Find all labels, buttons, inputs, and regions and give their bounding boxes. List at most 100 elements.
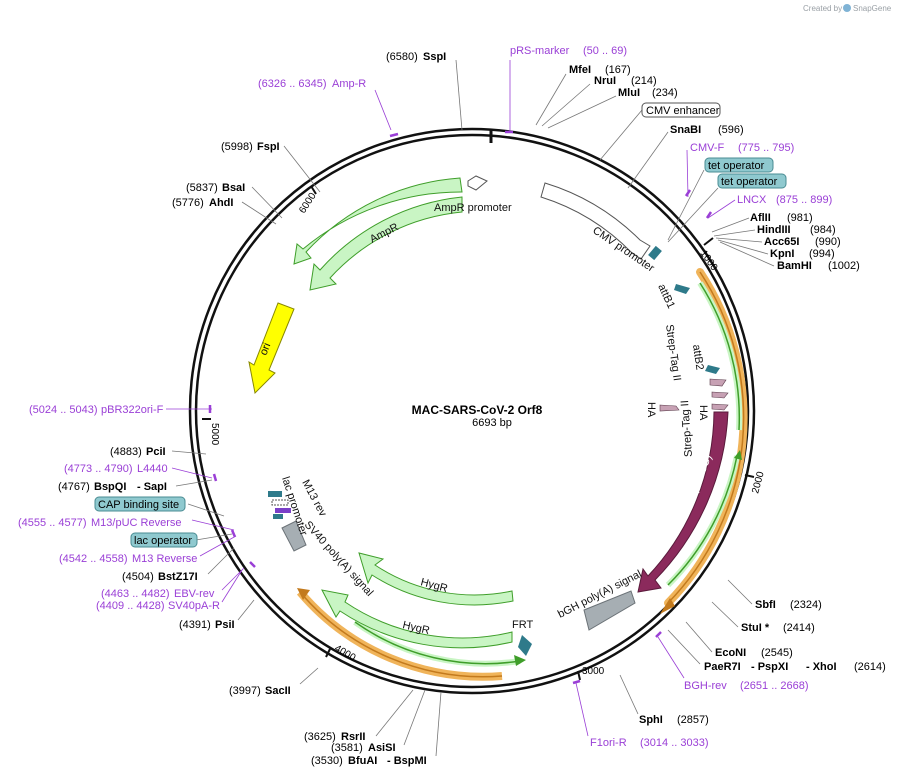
ampr-promoter-arrow <box>467 175 488 191</box>
site-psii-name[interactable]: PsiI <box>215 619 235 631</box>
site-fspi-name[interactable]: FspI <box>257 141 280 153</box>
ampr-promoter-label: AmpR promoter <box>434 202 512 214</box>
plasmid-name: MAC-SARS-CoV-2 Orf8 <box>412 403 543 417</box>
primer-m13puc-name[interactable]: M13/pUC Reverse <box>91 517 181 529</box>
site-bspqi-pos: (4767) <box>58 481 90 493</box>
primer-m13rev-name[interactable]: M13 Reverse <box>132 553 197 565</box>
leader-cap <box>187 503 225 517</box>
leader-sphi <box>619 674 639 715</box>
leader-psii <box>237 599 255 621</box>
site-nrui-name[interactable]: NruI <box>594 75 616 87</box>
site-bsai-name[interactable]: BsaI <box>222 182 245 194</box>
tet-operator-box-1[interactable] <box>704 157 774 173</box>
primer-f1ori-range: (3014 .. 3033) <box>640 737 709 749</box>
frt-arrow <box>518 635 532 656</box>
primer-lncx-name[interactable]: LNCX <box>737 194 767 206</box>
site-pcii-name[interactable]: PciI <box>146 446 166 458</box>
tick-3000 <box>577 670 581 681</box>
leader-ebvrev <box>221 567 245 591</box>
site-stui-name[interactable]: StuI * <box>741 622 770 634</box>
lac-operator-box[interactable] <box>130 532 198 548</box>
primer-ebvrev-name[interactable]: EBV-rev <box>174 588 215 600</box>
leader-cmv-enhancer <box>599 109 643 161</box>
site-bfuai-name[interactable]: BfuAI <box>348 755 377 767</box>
ha-arrow-2 <box>659 404 680 412</box>
leader-mfei <box>535 73 567 126</box>
snapgene-logo-icon <box>843 4 851 12</box>
site-pcii-pos: (4883) <box>110 446 142 458</box>
sv40-polya-box <box>281 520 307 552</box>
primer-m13rev-range: (4542 .. 4558) <box>59 553 128 565</box>
primer-ampr-range: (6326 .. 6345) <box>258 78 327 90</box>
site-asisi-name[interactable]: AsiSI <box>368 742 396 754</box>
bira-arrow <box>637 411 729 593</box>
site-acc65i-name[interactable]: Acc65I <box>764 236 799 248</box>
cap-binding-site-box[interactable] <box>94 496 186 512</box>
site-bstz17i-name[interactable]: BstZ17I <box>158 571 198 583</box>
primer-ampr-name[interactable]: Amp-R <box>332 78 366 90</box>
site-ahdi-name[interactable]: AhdI <box>209 197 233 209</box>
site-sspi-name[interactable]: SspI <box>423 51 446 63</box>
leader-acc65i <box>715 237 763 243</box>
site-econi-name[interactable]: EcoNI <box>715 647 746 659</box>
site-rsrii-name[interactable]: RsrII <box>341 731 365 743</box>
leader-l4440 <box>171 467 213 479</box>
site-sspi-pos: (6580) <box>386 51 418 63</box>
site-sacii-name[interactable]: SacII <box>265 685 291 697</box>
green-orf-line-bottom <box>354 621 521 665</box>
leader-sspi <box>455 59 463 131</box>
leader-econi <box>685 621 713 653</box>
leader-bstz17i <box>207 547 235 575</box>
strep-tag-arrow-1 <box>709 378 727 387</box>
site-kpni-name[interactable]: KpnI <box>770 248 794 260</box>
ori-arrow <box>248 302 295 395</box>
site-paer7i-name[interactable]: PaeR7I <box>704 661 741 673</box>
site-bspmi-name[interactable]: - BspMI <box>387 755 427 767</box>
m13-rev-marker <box>275 508 291 513</box>
leader-cmvf <box>686 149 689 198</box>
leader-bfuai <box>435 691 442 757</box>
leader-m13rev <box>199 535 237 557</box>
leader-aflii <box>711 217 750 233</box>
site-sbfi-name[interactable]: SbfI <box>755 599 776 611</box>
primer-bghrev-name[interactable]: BGH-rev <box>684 680 727 692</box>
site-hindiii-name[interactable]: HindIII <box>757 224 791 236</box>
site-mfei-name[interactable]: MfeI <box>569 64 591 76</box>
site-mlui-name[interactable]: MluI <box>618 87 640 99</box>
primer-sv40pa-name[interactable]: SV40pA-R <box>168 600 220 612</box>
site-psii-pos: (4391) <box>179 619 211 631</box>
primer-cmvf-name[interactable]: CMV-F <box>690 142 725 154</box>
primer-f1ori-name[interactable]: F1ori-R <box>590 737 627 749</box>
site-sphi-name[interactable]: SphI <box>639 714 663 726</box>
cap-teal-marker <box>268 491 282 497</box>
site-rsrii-pos: (3625) <box>304 731 336 743</box>
lncx-marker <box>705 211 713 219</box>
orange-orf-line-bottom <box>299 591 503 678</box>
site-bspqi-name[interactable]: BspQI <box>94 481 126 493</box>
cap-binding-site-label: CAP binding site <box>98 499 179 511</box>
m13puc-marker <box>230 529 237 538</box>
primer-prs-name[interactable]: pRS-marker <box>510 45 570 57</box>
cmv-enhancer-box[interactable] <box>641 102 721 118</box>
site-pspxi-name[interactable]: - PspXI <box>751 661 788 673</box>
site-bamhi-name[interactable]: BamHI <box>777 260 812 272</box>
leader-bamhi <box>719 241 775 267</box>
ori-label: ori <box>258 341 274 357</box>
primer-m13puc-range: (4555 .. 4577) <box>18 517 87 529</box>
primer-markers <box>208 130 713 685</box>
leader-tet1 <box>667 169 705 241</box>
site-xhoi-name[interactable]: - XhoI <box>806 661 837 673</box>
tick-label-5000: 5000 <box>209 423 220 446</box>
attb2-label: attB2 <box>690 344 705 371</box>
leader-pcii <box>171 450 207 455</box>
primer-pbr-name[interactable]: pBR322ori-F <box>101 404 164 416</box>
snapgene-brand: SnapGene <box>853 4 892 13</box>
hygr-arrow-inner <box>358 552 514 606</box>
site-aflii-name[interactable]: AflII <box>750 212 771 224</box>
backbone-inner-ring <box>194 133 750 689</box>
ha-label-2: HA <box>645 402 657 418</box>
primer-l4440-name[interactable]: L4440 <box>137 463 168 475</box>
site-snabi-name[interactable]: SnaBI <box>670 124 701 136</box>
site-sapi-name[interactable]: - SapI <box>137 481 167 493</box>
tet-operator-box-2[interactable] <box>717 173 787 189</box>
